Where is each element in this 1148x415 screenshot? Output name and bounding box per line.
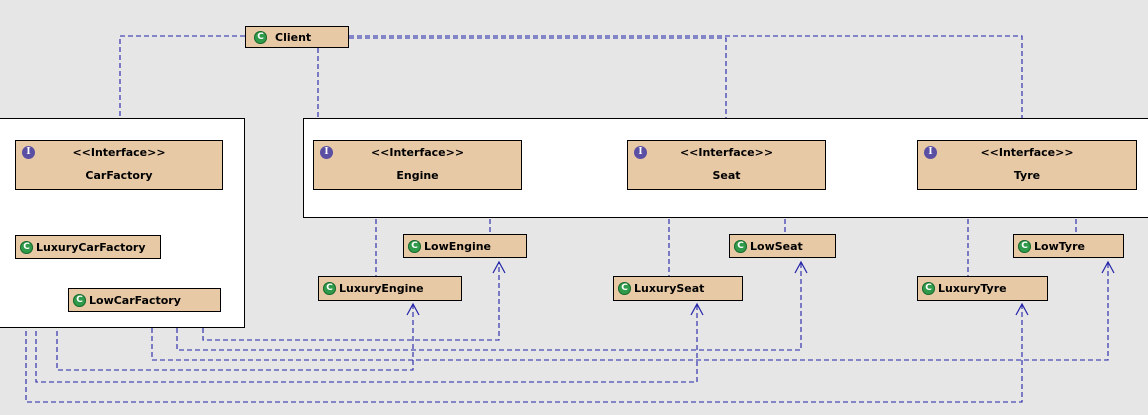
class-label: LowCarFactory (89, 293, 181, 307)
dependency-arrowhead (794, 260, 808, 274)
class-lowcarfactory[interactable]: C LowCarFactory (68, 288, 221, 312)
interface-stereotype: <<Interface>> (370, 146, 465, 159)
class-label: LowEngine (424, 239, 492, 253)
class-label: LowTyre (1034, 239, 1085, 253)
client-node[interactable]: C Client (245, 26, 349, 48)
class-icon: C (922, 282, 935, 295)
class-luxurytyre[interactable]: C LuxuryTyre (917, 276, 1048, 301)
dependency-arrowhead (1015, 302, 1029, 316)
class-label: LuxuryCarFactory (36, 240, 146, 254)
class-icon: C (408, 239, 421, 253)
class-lowseat[interactable]: C LowSeat (729, 234, 836, 258)
class-icon: C (73, 293, 86, 307)
class-icon: C (254, 30, 267, 44)
client-to-seat-edge (349, 37, 727, 136)
luxurycarfactory-to-luxurytyre-edge (25, 259, 1023, 403)
class-icon: C (734, 239, 747, 253)
client-to-carfactory-edge (119, 35, 245, 136)
class-lowtyre[interactable]: C LowTyre (1013, 234, 1124, 258)
class-icon: C (618, 282, 631, 295)
lowcarfactory-to-lowseat-edge (176, 262, 802, 351)
class-luxuryseat[interactable]: C LuxurySeat (613, 276, 743, 301)
interface-name: Seat (712, 169, 741, 182)
interface-engine[interactable]: I <<Interface>> Engine (313, 140, 522, 190)
luxurycarfactory-to-luxuryengine-edge (56, 259, 414, 371)
class-label: LuxurySeat (634, 282, 705, 295)
interface-stereotype: <<Interface>> (980, 146, 1074, 159)
class-icon: C (20, 240, 33, 254)
interface-icon: I (22, 146, 35, 159)
class-luxurycarfactory[interactable]: C LuxuryCarFactory (15, 235, 161, 259)
interface-carfactory[interactable]: I <<Interface>> CarFactory (15, 140, 223, 190)
interface-stereotype: <<Interface>> (679, 146, 774, 159)
interface-name: Tyre (1013, 169, 1041, 182)
lowcarfactory-to-lowtyre-edge (151, 262, 1109, 361)
interface-seat[interactable]: I <<Interface>> Seat (627, 140, 826, 190)
dependency-arrowhead (1101, 260, 1115, 274)
class-label: LuxuryEngine (339, 282, 424, 295)
interface-name: CarFactory (85, 169, 153, 182)
interface-icon: I (634, 146, 647, 159)
class-label: LowSeat (750, 239, 803, 253)
class-label: LuxuryTyre (938, 282, 1007, 295)
interface-tyre[interactable]: I <<Interface>> Tyre (917, 140, 1137, 190)
dependency-arrowhead (690, 302, 704, 316)
client-to-tyre-edge (349, 35, 1023, 136)
interface-icon: I (320, 146, 333, 159)
interface-icon: I (924, 146, 937, 159)
dependency-arrowhead (406, 302, 420, 316)
dependency-arrowhead (492, 260, 506, 274)
client-label: Client (275, 30, 312, 44)
class-lowengine[interactable]: C LowEngine (403, 234, 527, 258)
interface-name: Engine (396, 169, 439, 182)
lowcarfactory-to-lowengine-edge (202, 262, 500, 341)
class-icon: C (1018, 239, 1031, 253)
class-icon: C (323, 282, 336, 295)
interface-stereotype: <<Interface>> (72, 146, 166, 159)
class-luxuryengine[interactable]: C LuxuryEngine (318, 276, 462, 301)
